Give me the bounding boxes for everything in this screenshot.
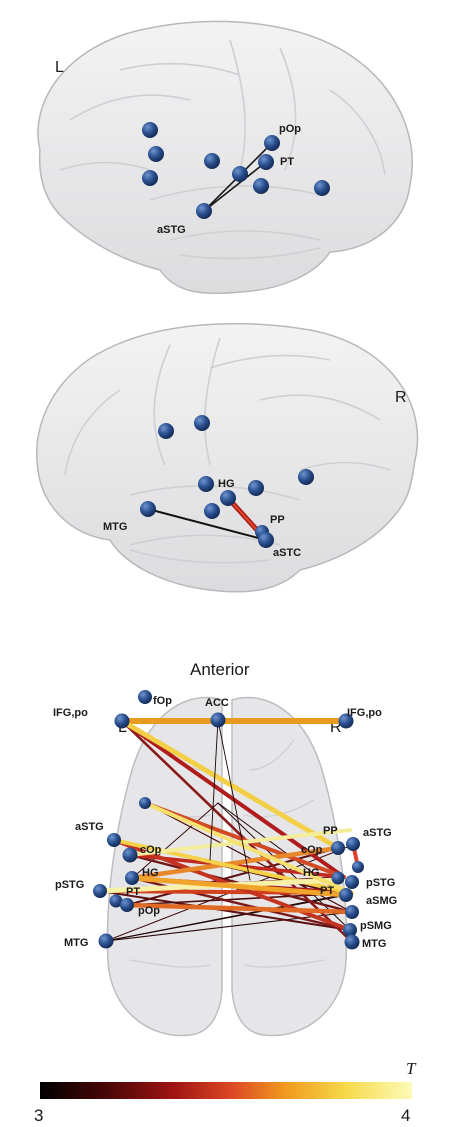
label-pSMG-right: pSMG <box>360 920 392 932</box>
label-PT-right: PT <box>320 885 334 897</box>
label-HG: HG <box>218 478 235 490</box>
axial-title: Anterior <box>190 660 250 679</box>
node <box>158 423 174 439</box>
left-brain-surface <box>38 21 412 293</box>
label-aSTG-right: aSTG <box>363 827 392 839</box>
axial-panel: Anterior L R <box>53 660 397 1036</box>
node-cOp-left <box>123 848 138 863</box>
label-aSTG: aSTG <box>157 224 186 236</box>
label-aSTG-left: aSTG <box>75 821 104 833</box>
node-fOp-left <box>138 690 152 704</box>
label-MTG-right: MTG <box>362 938 386 950</box>
node-MTG <box>140 501 156 517</box>
node-cOp-right <box>331 841 345 855</box>
label-cOp-left: cOp <box>140 844 162 856</box>
label-PP-right: PP <box>323 825 338 837</box>
node-PT-right <box>339 888 353 902</box>
node <box>232 166 248 182</box>
node-aSTG <box>258 532 274 548</box>
right-hemisphere-label: R <box>395 389 407 406</box>
node-HG-left <box>125 871 139 885</box>
node-cOp-mid <box>139 797 151 809</box>
node-aSTG <box>196 203 212 219</box>
label-pOp-left: pOp <box>138 905 160 917</box>
node-ACC <box>211 713 226 728</box>
node <box>204 503 220 519</box>
colorbar-gradient <box>40 1082 412 1099</box>
label-pSTG-right: pSTG <box>366 877 395 889</box>
label-PT-left: PT <box>126 886 140 898</box>
node-MTG-right <box>345 935 360 950</box>
node-HG-right <box>332 872 345 885</box>
colorbar-label: T <box>406 1059 417 1078</box>
label-IFGpo-left: IFG,po <box>53 707 88 719</box>
colorbar-max: 4 <box>401 1106 410 1125</box>
label-pOp: pOp <box>279 123 301 135</box>
label-PT: PT <box>280 156 294 168</box>
label-cOp-right: cOp <box>301 844 323 856</box>
node-aSTG-left <box>107 833 121 847</box>
node-aSTG-right <box>352 861 364 873</box>
node-HG <box>220 490 236 506</box>
label-fOp: fOp <box>153 695 172 707</box>
lateral-left-panel: L pOp PT aSTG <box>38 21 412 293</box>
label-ACC: ACC <box>205 697 229 709</box>
node-IFGpo-left <box>115 714 130 729</box>
label-PP: PP <box>270 514 285 526</box>
node-PP-right <box>346 837 360 851</box>
node <box>142 122 158 138</box>
node-pSTG-right <box>345 875 359 889</box>
node <box>248 480 264 496</box>
node <box>314 180 330 196</box>
node <box>204 153 220 169</box>
node-PT <box>258 154 274 170</box>
node-pSTG-left <box>93 884 107 898</box>
label-HG-left: HG <box>142 867 159 879</box>
node-pOp <box>264 135 280 151</box>
colorbar-min: 3 <box>34 1106 43 1125</box>
label-aSTG-right: aSTC <box>273 547 301 559</box>
node <box>198 476 214 492</box>
node <box>194 415 210 431</box>
label-MTG: MTG <box>103 521 127 533</box>
label-aSMG-right: aSMG <box>366 895 397 907</box>
node-aSMG-right <box>345 905 359 919</box>
colorbar: T 3 4 <box>34 1059 417 1125</box>
label-IFGpo-right: IFG,po <box>347 707 382 719</box>
node <box>253 178 269 194</box>
left-hemisphere-label: L <box>55 59 64 76</box>
label-pSTG-left: pSTG <box>55 879 84 891</box>
label-MTG-left: MTG <box>64 937 88 949</box>
node <box>148 146 164 162</box>
lateral-right-panel: R HG PP MTG aSTC <box>37 324 418 592</box>
node <box>142 170 158 186</box>
node-pOp-left <box>120 898 134 912</box>
label-HG-right: HG <box>303 867 320 879</box>
node-MTG-left <box>99 934 114 949</box>
node <box>298 469 314 485</box>
